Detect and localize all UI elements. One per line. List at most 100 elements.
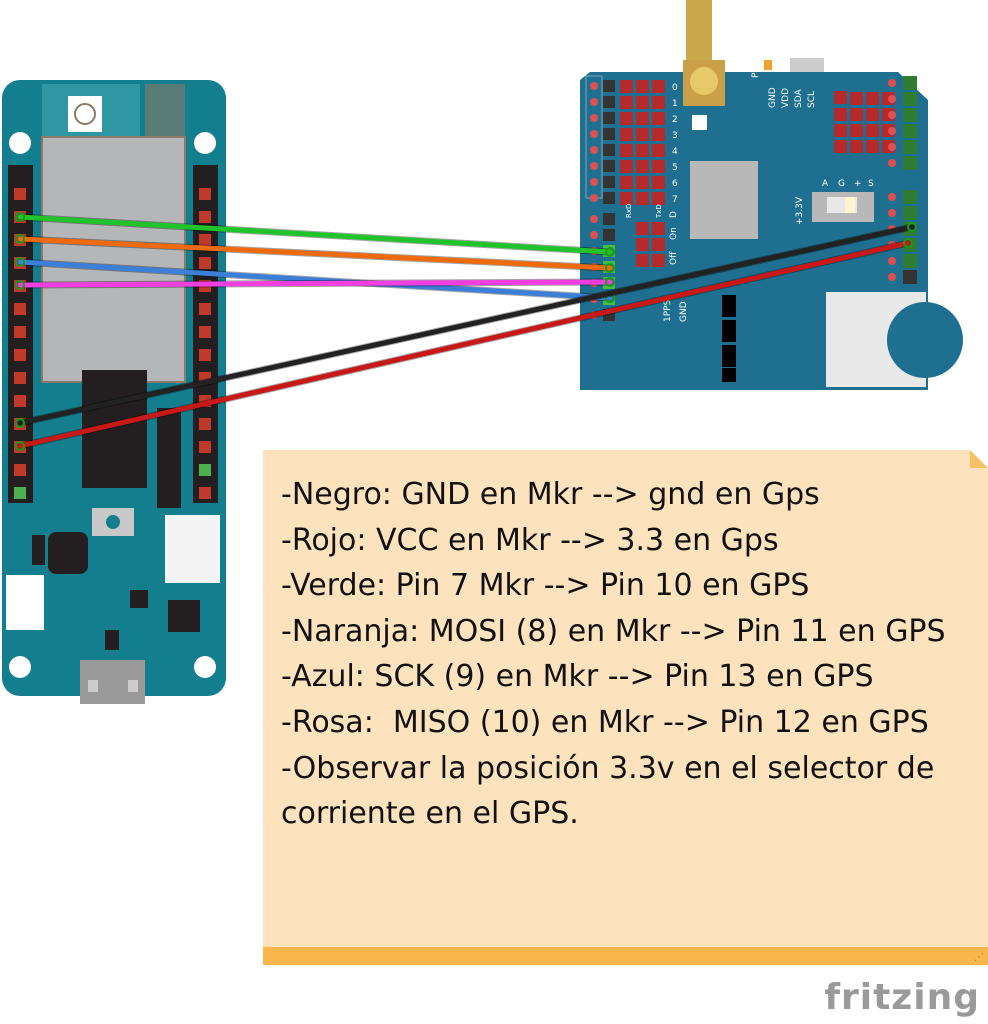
gps-right-pin	[903, 92, 917, 106]
analog-pin	[866, 140, 879, 153]
wire-endpoint[interactable]	[15, 441, 25, 451]
gps-jumper-pin	[636, 192, 649, 205]
green-wire[interactable]	[17, 214, 613, 255]
wire-endpoint[interactable]	[15, 234, 25, 244]
gps-jumper-pin	[652, 192, 665, 205]
note-fold	[970, 450, 988, 468]
wires	[15, 212, 917, 451]
rxd-label: RxD	[625, 204, 633, 218]
red-wire[interactable]	[17, 240, 911, 449]
wire-endpoint[interactable]	[907, 222, 917, 232]
orange-wire[interactable]	[17, 236, 613, 271]
gps-header-pin	[590, 82, 598, 90]
gps-header-pin	[603, 112, 615, 124]
note-line-negro: -Negro: GND en Mkr --> gnd en Gps	[281, 477, 820, 512]
gps-header-pin	[603, 80, 615, 92]
on-label: On	[669, 227, 679, 240]
gps-jumper-pin	[652, 222, 665, 235]
analog-pin	[850, 92, 863, 105]
analog-col-plus: +	[854, 179, 862, 189]
gps-header-pin	[590, 215, 598, 223]
gps-header-pin	[590, 178, 598, 186]
wire-endpoint[interactable]	[605, 277, 615, 287]
gps-jumper-pin	[652, 144, 665, 157]
gps-jumper-pin	[652, 96, 665, 109]
gps-jumper-pin	[636, 254, 649, 267]
analog-col-a: A	[822, 179, 829, 189]
note-line-rosa: -Rosa: MISO (10) en Mkr --> Pin 12 en GP…	[281, 704, 929, 740]
mkr-pin	[199, 234, 211, 246]
gps-right-pin	[903, 254, 917, 268]
gps-right-pin	[888, 257, 896, 265]
gps-jumper-pin	[636, 222, 649, 235]
gnd-label: GND	[768, 87, 778, 108]
gps-header-pin	[590, 231, 598, 239]
analog-pin	[866, 92, 879, 105]
wire-endpoint[interactable]	[15, 418, 25, 428]
gps-jumper-pin	[652, 112, 665, 125]
gps-jumper-pin	[620, 176, 633, 189]
resize-grip-icon[interactable]: ⋰	[974, 952, 984, 963]
gps-jumper-pin	[636, 96, 649, 109]
wire-endpoint[interactable]	[605, 247, 615, 257]
vdd-label: VDD	[781, 88, 791, 108]
gps-jumper-pin	[620, 128, 633, 141]
black-wire[interactable]	[17, 224, 915, 426]
gps-jumper-pin	[652, 128, 665, 141]
gps-header-pin	[603, 96, 615, 108]
mkr-pin	[199, 257, 211, 269]
gps-right-pin	[903, 140, 917, 154]
gps-header-pin	[603, 229, 615, 241]
mkr-pin	[14, 464, 26, 476]
gps-right-pin	[903, 156, 917, 170]
wire-endpoint[interactable]	[15, 280, 25, 290]
wire-endpoint[interactable]	[15, 257, 25, 267]
gps-header-pin	[603, 128, 615, 140]
gps-right-pin	[888, 193, 896, 201]
gps-header-pin	[603, 192, 615, 204]
wire-endpoint[interactable]	[15, 212, 25, 222]
gps-jumper-pin	[636, 144, 649, 157]
gps-jumper-pin	[620, 80, 633, 93]
analog-pin	[850, 140, 863, 153]
mkr-board	[2, 80, 226, 704]
gps-header-pin	[590, 194, 598, 202]
note-line-azul: -Azul: SCK (9) en Mkr --> Pin 13 en GPS	[281, 659, 874, 695]
wire-endpoint[interactable]	[605, 263, 615, 273]
blue-wire[interactable]	[17, 259, 613, 301]
mkr-pin	[199, 211, 211, 223]
note-line-naranja: -Naranja: MOSI (8) en Mkr --> Pin 11 en …	[281, 613, 946, 649]
analog-pin	[834, 108, 847, 121]
gps-right-pin	[903, 206, 917, 220]
analog-pin	[834, 91, 847, 104]
analog-pin	[866, 124, 879, 137]
digital-row-label: 4	[672, 147, 678, 157]
gps-right-pin	[903, 76, 917, 90]
pink-wire[interactable]	[17, 279, 613, 288]
gps-right-pin	[888, 79, 896, 87]
mkr-pin	[199, 326, 211, 338]
note-resize-bar[interactable]: ⋰	[263, 947, 988, 965]
gps-right-pin	[888, 209, 896, 217]
digital-row-label: 7	[672, 195, 678, 205]
analog-pin	[834, 140, 847, 153]
gps-jumper-pin	[652, 254, 665, 267]
digital-row-label: 0	[672, 83, 678, 93]
digital-row-label: 2	[672, 115, 678, 125]
mkr-pin	[199, 464, 211, 476]
mkr-pin	[199, 303, 211, 315]
gps-header-pin	[590, 98, 598, 106]
gps-jumper-pin	[652, 176, 665, 189]
digital-row-label: 1	[672, 99, 678, 109]
analog-pin	[850, 124, 863, 137]
pps-label: 1PPS	[663, 299, 673, 322]
mkr-pin	[14, 188, 26, 200]
mkr-pin	[199, 418, 211, 430]
mkr-pin	[14, 395, 26, 407]
gps-jumper-pin	[636, 160, 649, 173]
gps-header-pin	[603, 213, 615, 225]
note-line-verde: -Verde: Pin 7 Mkr --> Pin 10 en GPS	[281, 568, 810, 604]
gps-gnd-label: GND	[679, 301, 689, 322]
wire-endpoint[interactable]	[903, 238, 913, 248]
